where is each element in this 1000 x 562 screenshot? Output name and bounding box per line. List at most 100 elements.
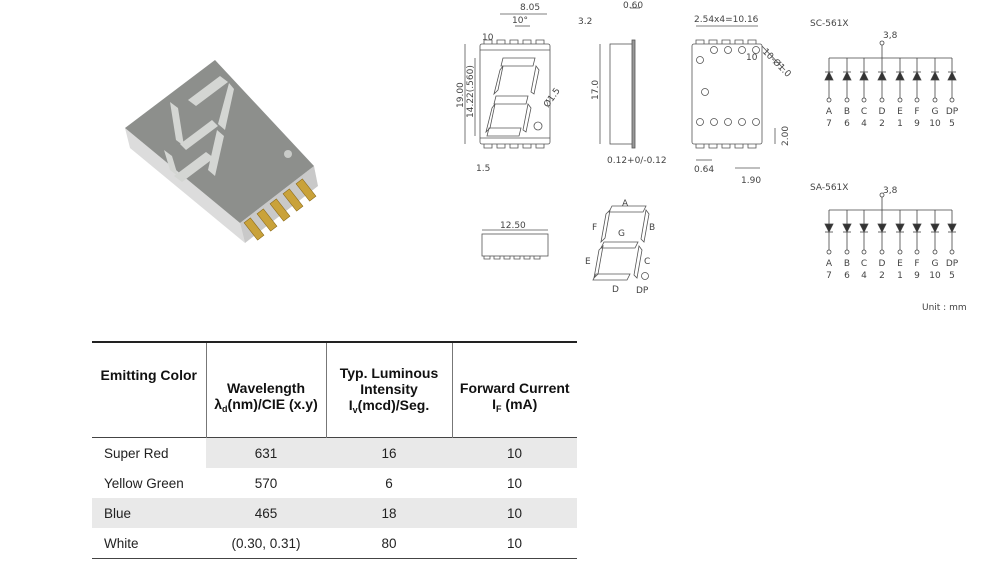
dim-pin-count: 10-Ø1.0	[760, 46, 793, 79]
segment-label: D	[879, 259, 886, 269]
cell-luminous: 16	[326, 437, 452, 468]
diode-icon	[930, 223, 940, 233]
seg-label-d: D	[612, 285, 619, 295]
header-luminous: Typ. Luminous Intensity Iv(mcd)/Seg.	[325, 342, 452, 438]
cell-color: Super Red	[92, 437, 206, 468]
diode-icon	[947, 223, 957, 233]
pin-number: 9	[914, 119, 920, 129]
dimension-drawings: 8.05 0.60 10° 10 19.00 14.22(.560) Ø1.5 …	[456, 1, 967, 313]
cell-luminous: 18	[326, 498, 452, 528]
cell-color: White	[104, 535, 139, 551]
header-wavelength: Wavelength λd(nm)/CIE (x.y)	[205, 342, 326, 438]
dim-digit-height: 14.22(.560)	[466, 65, 476, 118]
seg-label-e: E	[585, 257, 591, 267]
header-color: Emitting Color	[100, 367, 197, 383]
segment-label: DP	[946, 107, 959, 117]
cell-wavelength: 465	[206, 498, 326, 528]
seg-label-c: C	[644, 257, 650, 267]
diode-icon	[930, 71, 940, 81]
diode-icon	[824, 223, 834, 233]
pin-number: 5	[949, 119, 955, 129]
seg-label-a: A	[622, 199, 629, 209]
seg-label-g: G	[618, 229, 625, 239]
cell-color: Blue	[92, 498, 206, 528]
segment-label: G	[932, 259, 939, 269]
segment-label: DP	[946, 259, 959, 269]
segment-label: E	[897, 107, 903, 117]
seg-label-f: F	[592, 223, 597, 233]
segment-label: A	[826, 259, 833, 269]
seg-label-b: B	[649, 223, 655, 233]
dim-height-total: 19.00	[456, 82, 466, 108]
sa-circuit: A 7 B 6 C 4 D 2 E 1 F 9 G 10 DP 5	[824, 192, 959, 281]
dim-pin-width: 0.64	[694, 165, 714, 175]
pin-number: 4	[861, 271, 867, 281]
table-row: Super Red 631 16 10	[92, 437, 577, 468]
front-view-body	[479, 43, 551, 145]
segment-label: C	[861, 107, 867, 117]
pin-number: 9	[914, 271, 920, 281]
pin-number: 7	[826, 119, 832, 129]
dim-pin-pitch: 2.54x4=10.16	[694, 15, 759, 25]
dim-tolerance: 0.12+0/-0.12	[607, 156, 667, 166]
diode-icon	[859, 223, 869, 233]
dim-pin-10b: 10	[746, 53, 758, 63]
dim-slant-angle: 10°	[512, 16, 528, 26]
seg-label-dp: DP	[636, 286, 649, 296]
pin-number: 1	[897, 119, 903, 129]
dim-bottom-pitch: 1.5	[476, 164, 490, 174]
diode-icon	[912, 223, 922, 233]
cell-current: 10	[452, 498, 577, 528]
pin-number: 6	[844, 271, 850, 281]
dim-depth: 3.2	[578, 17, 592, 27]
cell-wavelength: 570	[254, 475, 278, 491]
dim-top-width: 8.05	[520, 3, 540, 13]
diode-icon	[877, 71, 887, 81]
cell-current: 10	[506, 535, 523, 551]
dim-pin-10: 10	[482, 33, 494, 43]
cell-color: Yellow Green	[104, 475, 184, 491]
segment-label: F	[914, 107, 919, 117]
sc-title: SC-561X	[810, 19, 849, 29]
segment-label: C	[861, 259, 867, 269]
dim-dp-diameter: Ø1.5	[541, 86, 562, 110]
diode-icon	[912, 71, 922, 81]
sa-title: SA-561X	[810, 183, 848, 193]
pin-number: 10	[929, 271, 941, 281]
diode-icon	[895, 71, 905, 81]
dim-body-height: 17.0	[591, 80, 601, 100]
diode-icon	[842, 223, 852, 233]
pin-number: 7	[826, 271, 832, 281]
diode-icon	[842, 71, 852, 81]
diode-icon	[877, 223, 887, 233]
diode-icon	[947, 71, 957, 81]
pin-number: 1	[897, 271, 903, 281]
table-row: White (0.30, 0.31) 80 10	[92, 528, 577, 559]
cell-wavelength: 631	[206, 437, 326, 468]
cell-luminous: 6	[385, 475, 393, 491]
dim-pin-spacing: 1.90	[741, 176, 761, 186]
sa-common-pin: 3,8	[883, 186, 898, 196]
segment-label: B	[844, 107, 850, 117]
pin-number: 10	[929, 119, 941, 129]
segment-label: E	[897, 259, 903, 269]
pin-number: 2	[879, 271, 885, 281]
table-row: Blue 465 18 10	[92, 498, 577, 528]
dim-pin-offset: 2.00	[781, 126, 791, 146]
diode-icon	[824, 71, 834, 81]
diode-icon	[859, 71, 869, 81]
pin-number: 6	[844, 119, 850, 129]
dim-lead-thickness: 0.60	[623, 1, 643, 11]
cell-current: 10	[506, 475, 523, 491]
segment-label: B	[844, 259, 850, 269]
pin-number: 5	[949, 271, 955, 281]
product-photo	[125, 60, 318, 243]
cell-wavelength: (0.30, 0.31)	[231, 535, 301, 551]
segment-label: F	[914, 259, 919, 269]
unit-note: Unit : mm	[922, 303, 967, 313]
diode-icon	[895, 223, 905, 233]
table-row: Yellow Green 570 6 10	[92, 468, 577, 498]
spec-table: Emitting Color Wavelength λd(nm)/CIE (x.…	[92, 341, 577, 559]
header-current: Forward Current IF (mA)	[451, 342, 577, 438]
